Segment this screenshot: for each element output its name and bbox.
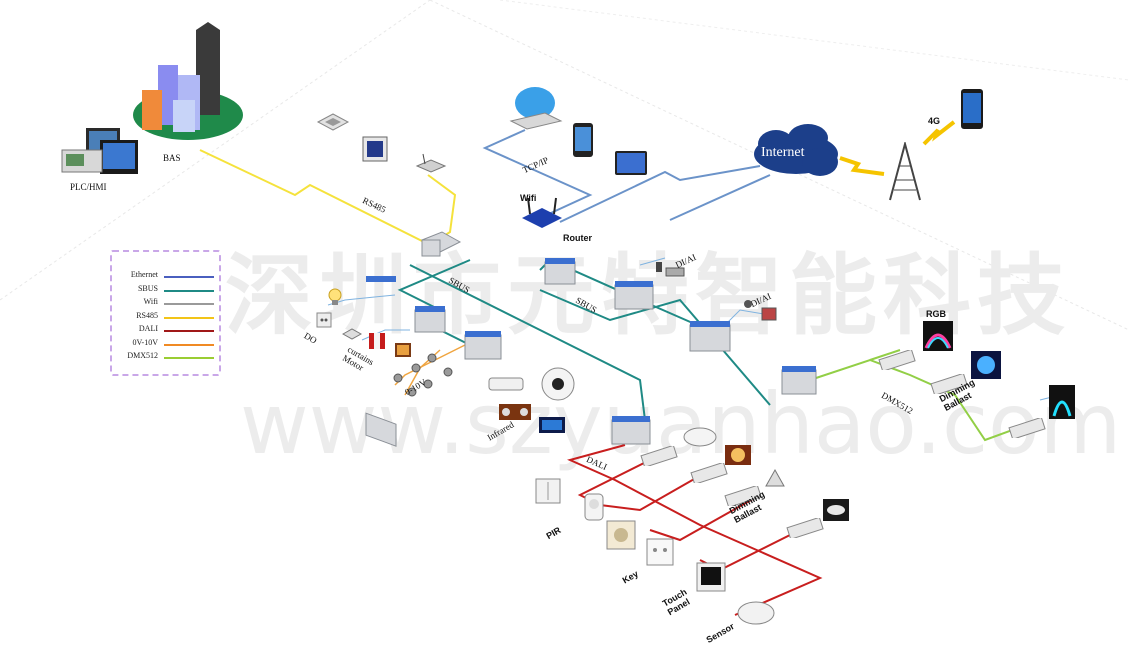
legend-item-label: SBUS	[137, 283, 158, 293]
legend-item: RS485	[118, 311, 218, 323]
ir-sensor-icon	[541, 367, 575, 401]
legend-item-label: Wifi	[143, 297, 158, 306]
dali-ballast-1-icon	[640, 446, 678, 466]
module-dmx	[781, 369, 817, 395]
cell-tower-icon	[889, 142, 921, 201]
dali-ballast-3-icon	[724, 486, 762, 506]
legend-item: SBUS	[118, 284, 218, 296]
bulb-icon	[328, 288, 342, 305]
legend-item: DALI	[118, 324, 218, 336]
sbus-main-line	[409, 264, 646, 421]
dimmer-knobs-icon	[393, 353, 453, 397]
legend-item-swatch	[164, 330, 214, 332]
legend-item-swatch	[164, 316, 214, 319]
touch-panel-icon	[696, 562, 726, 592]
legend-item-label: RS485	[136, 310, 158, 320]
bas-label: BAS	[163, 153, 181, 163]
panel-screen-icon	[362, 136, 388, 162]
module-do	[365, 412, 397, 447]
legend-item-label: DALI	[138, 324, 158, 333]
legend-item-swatch	[164, 357, 214, 359]
legend-item-swatch	[164, 343, 214, 346]
dali-line-b2	[599, 469, 711, 512]
legend-item-label: 0V-10V	[132, 337, 158, 347]
tv-icon	[539, 417, 565, 433]
legend-item-label: Ethernet	[130, 270, 158, 279]
ethernet-line-pc	[482, 129, 593, 219]
knob-dimmer-icon	[606, 520, 636, 550]
module-curtain	[414, 309, 446, 333]
mobile-phone-icon	[961, 89, 983, 129]
pendant-lamp-icon	[765, 468, 785, 487]
wifi-label: Wifi	[520, 193, 537, 203]
air-conditioner-icon	[488, 377, 524, 391]
socket-icon	[316, 312, 332, 328]
legend-item: 0V-10V	[118, 338, 218, 350]
smoke-sensor-icon	[737, 601, 775, 625]
internet-cloud-icon	[754, 124, 838, 176]
rgb-light-icon	[923, 321, 953, 351]
ceiling-ac-icon	[316, 113, 350, 131]
tablet-icon	[615, 151, 647, 175]
sensor-small-icon	[342, 328, 362, 340]
smartphone-icon	[573, 123, 593, 157]
plc-hmi-label: PLC/HMI	[70, 182, 107, 192]
legend-item-swatch	[164, 303, 214, 305]
rgb-label: RGB	[926, 309, 946, 319]
ethernet-line-internet	[559, 165, 761, 223]
modem-icon	[415, 153, 447, 173]
curtain-icon	[369, 333, 385, 349]
legend-item-swatch	[164, 289, 214, 292]
legend-item: Wifi	[118, 297, 218, 309]
di-device-1-icon	[656, 262, 685, 277]
di-device-2-icon	[744, 300, 777, 321]
internet-label: Internet	[761, 145, 805, 160]
bas-building-icon	[133, 22, 243, 140]
dali-line-main	[567, 444, 823, 616]
wall-switch-icon	[535, 478, 561, 504]
lightning-4g-icon	[922, 120, 956, 146]
pir-sensor-icon	[584, 493, 604, 521]
led-panel-icon	[823, 499, 849, 521]
pc-icon	[509, 87, 563, 130]
router-icon	[522, 197, 562, 228]
lightning-icon	[839, 156, 885, 176]
router-label: Router	[563, 233, 592, 243]
legend-item: Ethernet	[118, 270, 218, 282]
stereo-icon	[499, 404, 531, 420]
picture-icon	[395, 343, 411, 357]
dali-line-b3	[649, 494, 761, 542]
dali-ballast-2-icon	[690, 463, 728, 483]
module-sbus-a	[544, 261, 576, 285]
module-sbus-b	[614, 284, 654, 310]
led-strip-icon	[1049, 385, 1075, 419]
key-panel-icon	[646, 538, 674, 566]
dmx-ballast-2-icon	[930, 374, 968, 394]
dmx-ballast-1-icon	[878, 350, 916, 370]
chandelier-icon	[725, 445, 751, 465]
sbus-line-lower	[539, 289, 771, 406]
dali-ballast-4-icon	[786, 518, 824, 538]
legend-item: DMX512	[118, 351, 218, 363]
module-dali	[611, 419, 651, 445]
four-g-label: 4G	[928, 116, 941, 126]
plc-hmi-icon	[61, 128, 138, 174]
legend-item-swatch	[164, 276, 214, 278]
disco-light-icon	[971, 351, 1001, 379]
dmx512-line-b	[869, 349, 901, 361]
module-0-10v	[464, 334, 502, 360]
ethernet-line-internet-2	[669, 174, 771, 221]
module-di-ai	[689, 324, 731, 352]
dmx-ballast-3-icon	[1008, 418, 1046, 438]
legend-item-label: DMX512	[127, 351, 158, 360]
ceiling-lamp-icon	[683, 427, 717, 447]
